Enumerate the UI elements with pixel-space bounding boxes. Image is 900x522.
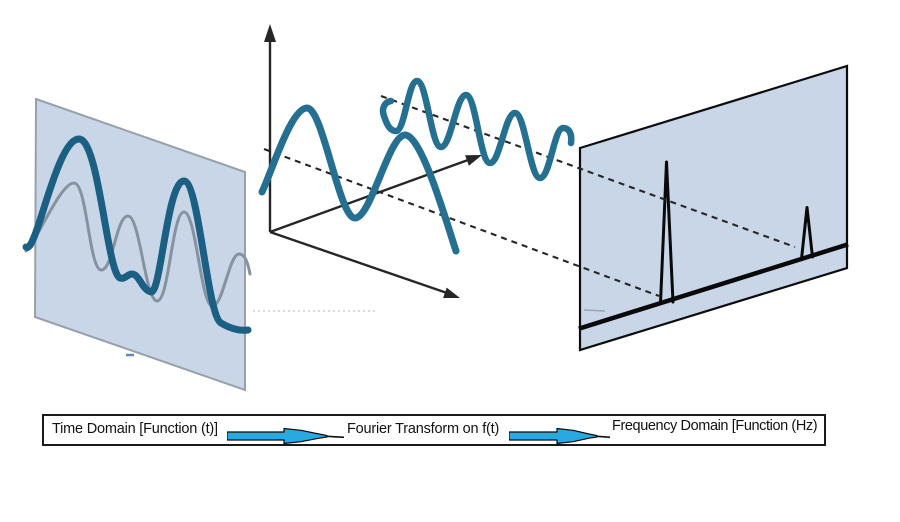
axes-3d <box>264 24 482 298</box>
flow-arrow-icon <box>227 427 345 445</box>
frequency-panel-plane <box>578 64 849 352</box>
legend-bar: Time Domain [Function (t)] Fourier Trans… <box>42 414 826 446</box>
lower-axis-arrowhead-icon <box>443 287 460 298</box>
frequency-panel-faint-mark <box>583 309 606 312</box>
legend-frequency-domain-label: Frequency Domain [Function (Hz) <box>612 418 818 434</box>
lower-axis-line <box>269 230 448 295</box>
projection-dashed-line-upper <box>380 95 796 248</box>
composite-signal-wave <box>22 135 252 334</box>
upper-axis-arrowhead-icon <box>465 155 482 166</box>
legend-time-domain-label: Time Domain [Function (t)] <box>52 421 218 437</box>
projection-dashed-line-lower <box>263 148 660 297</box>
legend-fourier-transform-label: Fourier Transform on f(t) <box>347 421 500 437</box>
flow-arrow-icon <box>509 427 611 445</box>
vertical-axis-arrowhead-icon <box>264 24 276 42</box>
frequency-domain-panel <box>578 64 849 352</box>
spike-high-frequency <box>800 206 814 261</box>
wave-high-frequency <box>379 77 575 182</box>
wave-low-frequency <box>258 104 460 255</box>
time-domain-panel <box>22 97 252 392</box>
component-sine-wave <box>24 181 252 308</box>
spike-low-frequency <box>659 160 675 305</box>
